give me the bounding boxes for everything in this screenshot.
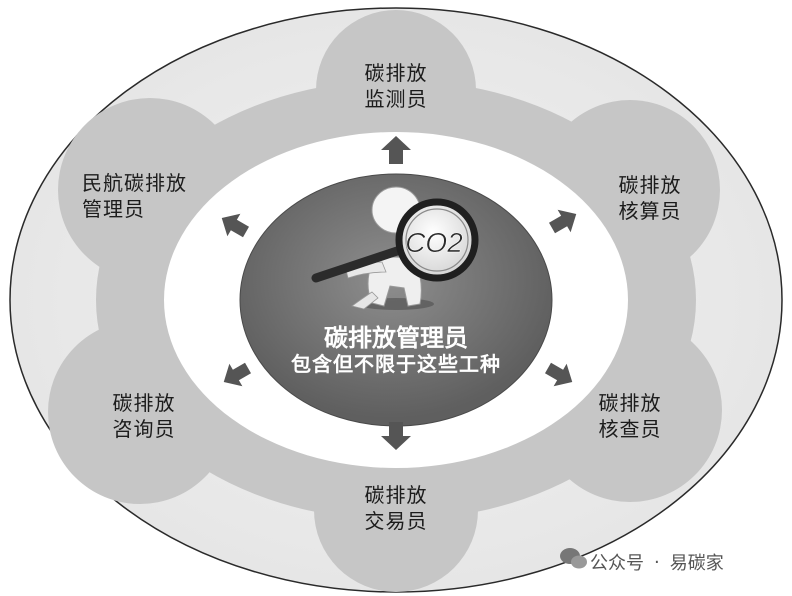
role-accountant: 碳排放 核算员 — [600, 172, 700, 224]
role-verifier-line1: 碳排放 — [598, 391, 662, 415]
role-aviation-line2: 管理员 — [82, 197, 145, 221]
arrow-upper-right-icon — [549, 209, 577, 234]
magnifier-figure — [311, 186, 479, 310]
role-accountant-line2: 核算员 — [618, 199, 682, 223]
role-monitor-line1: 碳排放 — [364, 61, 428, 85]
role-accountant-line1: 碳排放 — [618, 173, 682, 197]
arrow-upper-left-icon — [221, 213, 249, 238]
watermark-prefix: 公众号 — [590, 553, 644, 574]
role-trader-line2: 交易员 — [364, 509, 428, 533]
role-monitor: 碳排放 监测员 — [346, 60, 446, 112]
arrow-lower-left-icon — [223, 362, 251, 387]
role-trader-line1: 碳排放 — [364, 483, 428, 507]
role-aviation: 民航碳排放 管理员 — [82, 170, 222, 222]
co2-badge: CO2 — [405, 227, 463, 258]
watermark-name: 易碳家 — [669, 553, 724, 574]
role-monitor-line2: 监测员 — [364, 87, 428, 111]
center-subtitle: 包含但不限于这些工种 — [291, 352, 501, 376]
role-aviation-line1: 民航碳排放 — [82, 171, 187, 195]
role-verifier: 碳排放 核查员 — [580, 390, 680, 442]
arrow-up-icon — [381, 136, 411, 164]
wechat-icon — [560, 548, 587, 569]
arrow-down-icon — [381, 422, 411, 450]
arrows — [221, 136, 577, 450]
watermark-separator: · — [654, 551, 660, 573]
role-trader: 碳排放 交易员 — [346, 482, 446, 534]
role-consultant-line2: 咨询员 — [112, 417, 176, 441]
role-verifier-line2: 核查员 — [598, 417, 662, 441]
role-consultant-line1: 碳排放 — [112, 391, 176, 415]
center-title: 碳排放管理员 — [324, 324, 468, 352]
watermark: 公众号 · 易碳家 — [590, 549, 724, 575]
arrow-lower-right-icon — [545, 362, 573, 387]
role-consultant: 碳排放 咨询员 — [94, 390, 194, 442]
